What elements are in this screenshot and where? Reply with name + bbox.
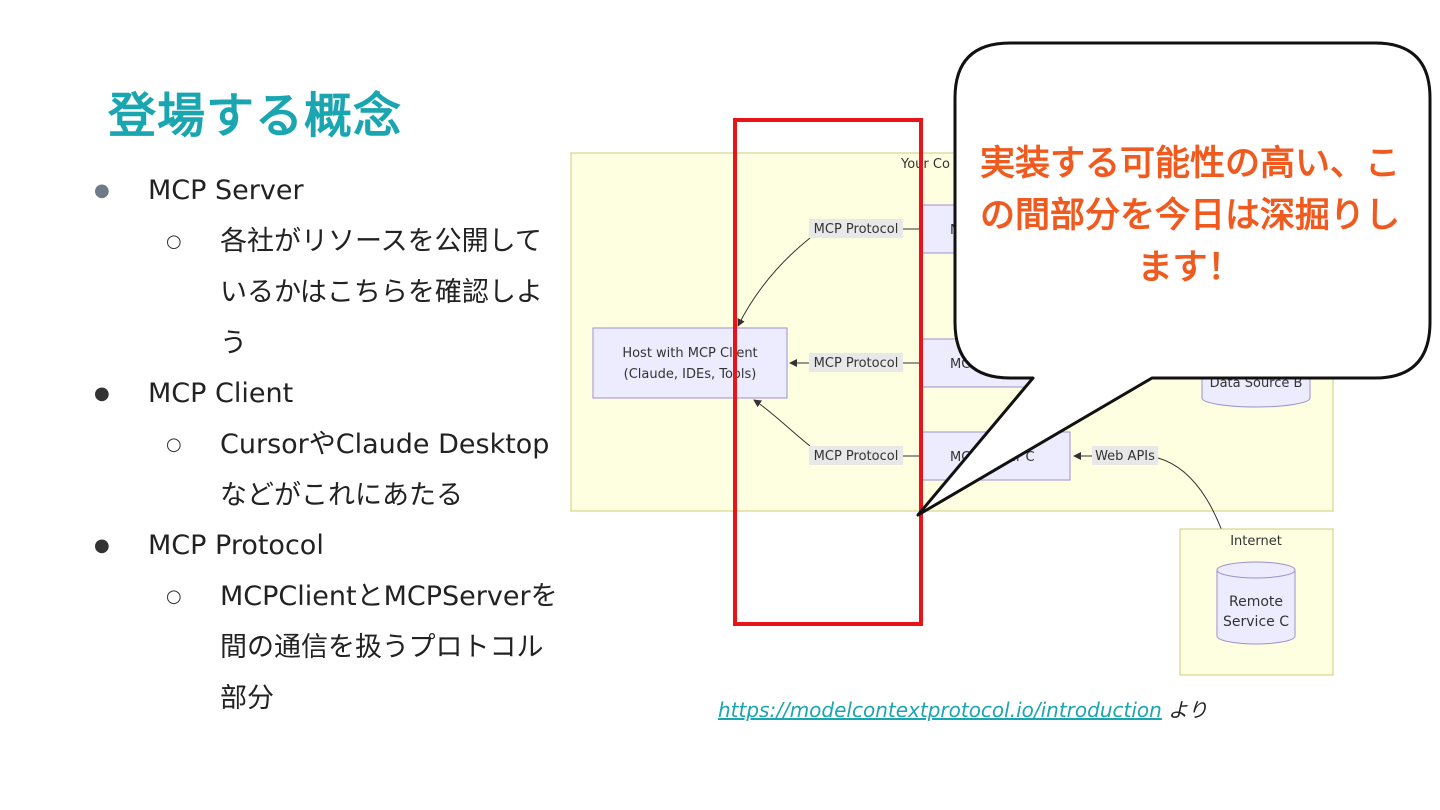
data-source-b-label: Data Source B <box>1210 376 1303 391</box>
host-box <box>592 327 788 399</box>
protocol-label-3: MCP Protocol <box>814 449 899 464</box>
sub-bullet-text: 各社がリソースを公開しているかはこちらを確認しよう <box>220 226 543 359</box>
sub-bullet-protocol: ○ MCPClientとMCPServerを間の通信を扱うプロトコル部分 <box>164 571 562 724</box>
bullet-dot-icon: ● <box>94 180 110 201</box>
protocol-label-2: MCP Protocol <box>814 356 899 371</box>
bullet-label: MCP Server <box>148 175 304 206</box>
highlight-rectangle <box>733 118 923 626</box>
bullet-label: MCP Protocol <box>148 530 324 561</box>
bullet-dot-icon: ● <box>94 535 110 556</box>
bullet-label: MCP Client <box>148 378 294 409</box>
bullet-mcp-server: ● MCP Server <box>92 166 562 216</box>
protocol-label-bg-2 <box>809 353 903 372</box>
bullet-dot-icon: ● <box>94 383 110 404</box>
sub-bullet-circle-icon: ○ <box>166 434 182 455</box>
source-citation: https://modelcontextprotocol.io/introduc… <box>718 694 1208 723</box>
bullet-mcp-protocol: ● MCP Protocol <box>92 521 562 571</box>
remote-service-cylinder <box>1216 570 1296 645</box>
slide-title: 登場する概念 <box>108 88 403 144</box>
protocol-label-1: MCP Protocol <box>814 222 899 237</box>
connector-a-curve <box>737 237 811 327</box>
callout-text: 実装する可能性の高い、この間部分を今日は深掘りします！ <box>980 144 1401 288</box>
remote-label-line1: Remote <box>1229 594 1283 610</box>
source-suffix: より <box>1161 698 1208 722</box>
remote-service-cylinder-top <box>1216 561 1296 579</box>
bullet-list: ● MCP Server ○ 各社がリソースを公開しているかはこちらを確認しよう… <box>92 166 562 724</box>
web-apis-label: Web APIs <box>1095 449 1155 464</box>
sub-bullet-server: ○ 各社がリソースを公開しているかはこちらを確認しよう <box>164 216 562 369</box>
sub-bullet-circle-icon: ○ <box>166 231 182 252</box>
host-label-line1: Host with MCP Client <box>622 346 757 361</box>
protocol-label-bg-1 <box>809 219 903 238</box>
connector-c-curve <box>753 399 811 447</box>
bullet-mcp-client: ● MCP Client <box>92 369 562 419</box>
your-computer-label: Your Co <box>900 157 950 172</box>
callout-bubble <box>916 41 1432 517</box>
sub-bullet-text: CursorやClaude Desktopなどがこれにあたる <box>220 429 550 511</box>
source-link[interactable]: https://modelcontextprotocol.io/introduc… <box>718 698 1162 722</box>
remote-label-line2: Service C <box>1223 614 1289 630</box>
internet-label: Internet <box>1230 534 1282 549</box>
sub-bullet-client: ○ CursorやClaude Desktopなどがこれにあたる <box>164 419 562 521</box>
web-apis-label-bg <box>1092 446 1158 465</box>
protocol-label-bg-3 <box>809 446 903 465</box>
host-label-line2: (Claude, IDEs, Tools) <box>624 367 757 382</box>
sub-bullet-circle-icon: ○ <box>166 586 182 607</box>
sub-bullet-text: MCPClientとMCPServerを間の通信を扱うプロトコル部分 <box>220 581 558 714</box>
